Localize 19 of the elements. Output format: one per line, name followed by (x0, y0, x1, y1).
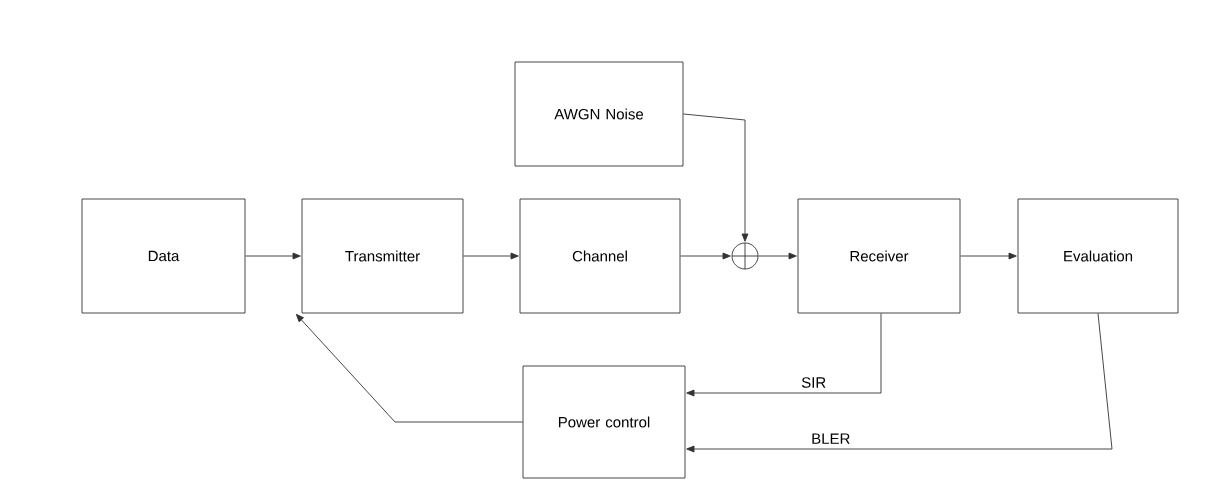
block-box: Power control (522, 365, 686, 479)
block-box: Data (81, 198, 246, 314)
arrow (463, 252, 519, 260)
block-box: AWGN Noise (514, 61, 684, 167)
block-box: Channel (519, 198, 681, 314)
arrow (960, 252, 1017, 260)
block-box: Evaluation (1017, 198, 1179, 314)
block-box: Transmitter (301, 198, 464, 314)
arrow (683, 113, 749, 242)
arrow (758, 252, 797, 260)
block-box: Receiver (797, 198, 961, 314)
arrow (686, 313, 1113, 453)
arrow (686, 313, 882, 397)
edge-label: SIR (800, 376, 828, 389)
arrow (295, 313, 523, 423)
edge-label: BLER (810, 432, 852, 445)
arrow (680, 252, 731, 260)
summing-junction (731, 242, 759, 270)
arrow (245, 252, 301, 260)
